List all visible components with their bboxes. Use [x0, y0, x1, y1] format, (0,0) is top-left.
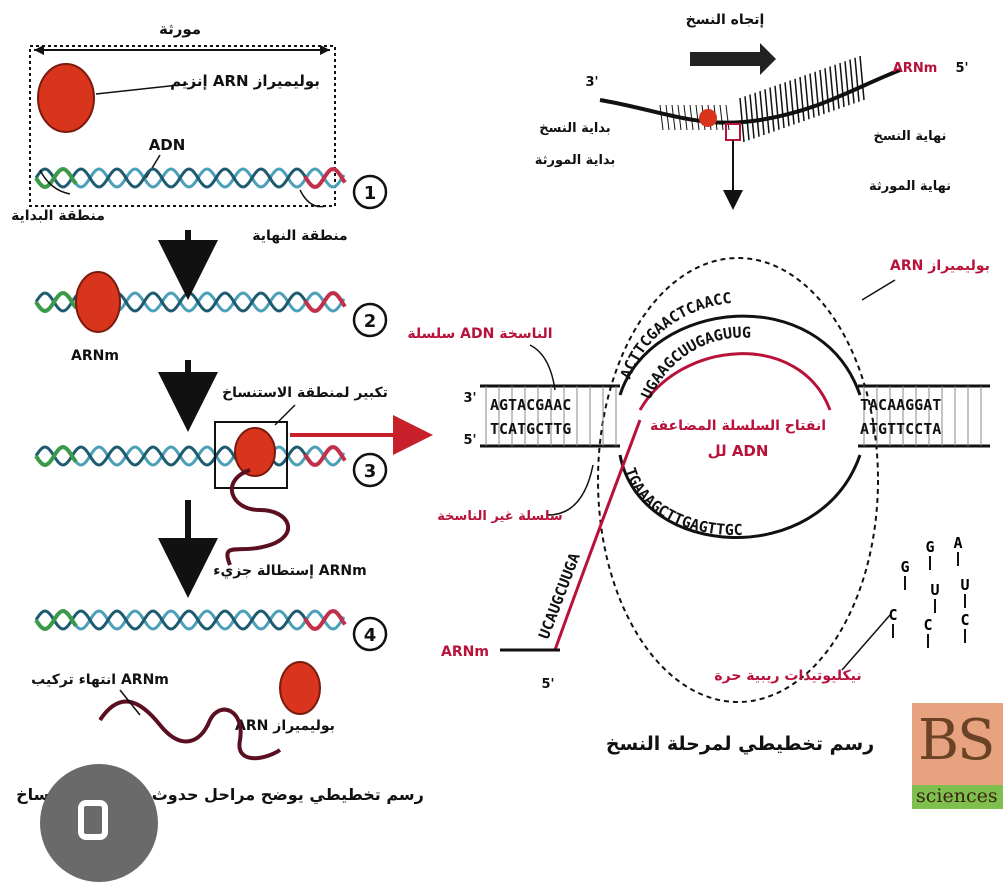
template-strand-label: سلسلة ADN الناسخة	[407, 326, 552, 342]
open-strand-label-1: انفتاح السلسلة المضاعفة	[650, 418, 826, 434]
step-4-marker: 4	[354, 618, 386, 650]
overview-polymerase	[699, 109, 717, 127]
svg-text:2: 2	[364, 311, 377, 332]
zoom-label: تكبير لمنطقة الاستنساخ	[222, 385, 388, 401]
dna-helix-step-3	[36, 447, 345, 465]
gene-label: مورثة	[159, 20, 201, 38]
left-bottom-seq: TCATGCTTG	[490, 420, 571, 438]
direction-arrow	[690, 43, 776, 75]
nontemplate-strand-label: سلسلة غير الناسخة	[437, 509, 562, 524]
start-region-label: منطقة البداية	[11, 208, 105, 224]
right-caption: رسم تخطيطي لمرحلة النسخ	[606, 733, 874, 755]
rna-tail-seq: UCAUGCUUGA	[535, 551, 584, 642]
dna-helix-step-4	[36, 611, 345, 629]
bs-logo-sub: sciences	[912, 785, 1003, 809]
step-2-marker: 2	[354, 304, 386, 336]
free-nucleotide: C	[923, 616, 932, 634]
polymerase-enzyme-step-4	[280, 662, 320, 714]
polymerase-enzyme-step-2	[76, 272, 120, 332]
free-nucleotide: G	[900, 558, 909, 576]
lock-icon	[78, 800, 108, 840]
mrna-label-step-2: ARNm	[71, 348, 119, 364]
arnm-label-detail: ARNm	[441, 644, 489, 660]
end-region-label: منطقة النهاية	[252, 228, 347, 244]
free-nucleotide: U	[930, 581, 939, 599]
elongation-label: إستطالة جزيء ARNm	[213, 563, 366, 580]
polymerase-enzyme-top	[38, 64, 94, 132]
ladder-left-prime-5: 5'	[463, 433, 476, 448]
end-synthesis-label: انتهاء تركيب ARNm	[31, 672, 169, 688]
free-nucleotide: G	[925, 538, 934, 556]
diagram-canvas: مورثة إنزيم ARN بوليميراز ADN منطقة البد…	[0, 0, 1003, 846]
polymerase-label: ARN بوليميراز	[890, 258, 990, 274]
overview-prime-5: 5'	[955, 61, 968, 76]
enzyme-label: إنزيم ARN بوليميراز	[170, 72, 320, 90]
start-copy-label: بداية النسخ	[539, 121, 610, 136]
overview-arnm-label: ARNm	[893, 61, 938, 76]
transcription-diagram: مورثة إنزيم ARN بوليميراز ADN منطقة البد…	[0, 0, 1003, 846]
start-gene-label: بداية المورثة	[535, 153, 616, 168]
bs-logo-main: BS	[918, 708, 994, 773]
overview-prime-3: 3'	[585, 75, 598, 90]
polymerase-enzyme-step-3	[235, 428, 275, 476]
right-top-seq: TACAAGGAT	[860, 396, 941, 414]
end-copy-label: نهاية النسخ	[874, 129, 947, 144]
svg-text:3: 3	[364, 461, 377, 482]
free-nucleotides-label: نيكليوتيدات ريبية حرة	[714, 668, 861, 684]
step-3-marker: 3	[354, 454, 386, 486]
left-top-seq: AGTACGAAC	[490, 396, 571, 414]
right-bottom-seq: ATGTTCCTA	[860, 420, 941, 438]
mrna-strand-step-3	[227, 470, 288, 565]
free-nucleotide: C	[960, 611, 969, 629]
lower-seq: TGAAAGCTTGAGTTGC	[621, 465, 743, 539]
polymerase-label-step-4: ARN بوليميراز	[235, 718, 335, 734]
step-1-marker: 1	[354, 176, 386, 208]
free-nucleotide: A	[953, 534, 962, 552]
end-gene-label: نهاية المورثة	[869, 179, 951, 194]
svg-text:1: 1	[364, 183, 377, 204]
free-nucleotide: U	[960, 576, 969, 594]
ladder-left-prime-3: 3'	[463, 391, 476, 406]
dna-label: ADN	[149, 136, 186, 154]
open-strand-label-2: لل ADN	[708, 442, 769, 460]
detail-prime-5: 5'	[541, 677, 554, 692]
dna-helix-step-1	[36, 169, 345, 187]
direction-label: إتجاه النسخ	[686, 12, 765, 28]
svg-text:4: 4	[364, 625, 377, 646]
